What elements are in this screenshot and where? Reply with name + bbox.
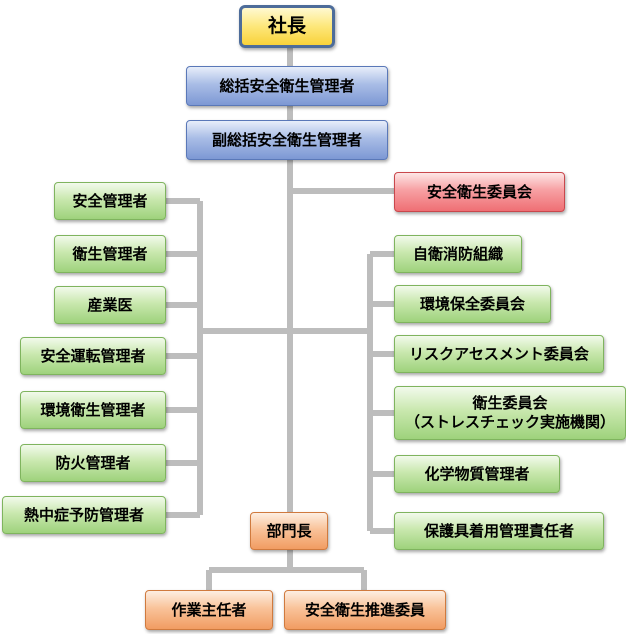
left-item: 産業医 [54,286,166,324]
work-leader-box: 作業主任者 [145,590,273,630]
department-head-box: 部門長 [250,512,328,550]
committee-box: 安全衛生委員会 [394,172,565,212]
right-item: リスクアセスメント委員会 [394,335,604,373]
right-item-line1: 衛生委員会 [472,394,548,413]
right-item: 環境保全委員会 [394,285,551,323]
left-item: 安全管理者 [54,182,166,220]
right-item: 自衛消防組織 [394,235,522,273]
left-item: 安全運転管理者 [20,337,166,375]
left-item: 衛生管理者 [54,235,166,273]
right-item: 保護具着用管理責任者 [394,512,604,550]
left-item: 熱中症予防管理者 [2,496,166,534]
president-box: 社長 [239,5,335,48]
promotion-member-box: 安全衛生推進委員 [284,590,446,630]
general-manager-box: 総括安全衛生管理者 [186,66,388,106]
right-item-two-line: 衛生委員会 （ストレスチェック実施機関） [394,386,626,440]
right-item: 化学物質管理者 [394,455,560,493]
left-item: 防火管理者 [20,444,166,482]
left-item: 環境衛生管理者 [20,391,166,429]
deputy-general-manager-box: 副総括安全衛生管理者 [186,120,388,160]
right-item-line2: （ストレスチェック実施機関） [404,413,615,431]
